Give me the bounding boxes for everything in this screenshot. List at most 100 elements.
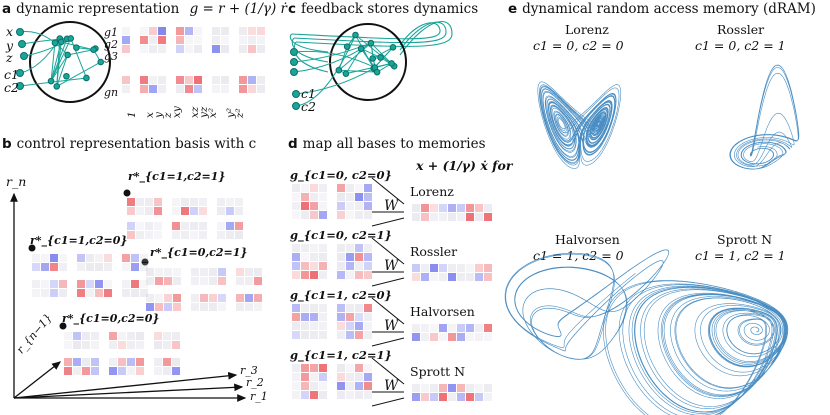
matrix-cell: [319, 331, 327, 339]
basis-matrix: [292, 244, 372, 279]
weight-label: W: [384, 318, 399, 334]
matrix-cell: [86, 289, 94, 297]
matrix-cell: [457, 384, 465, 392]
attractor-name-rossler: Rossler: [717, 22, 765, 37]
point-c10: [28, 244, 36, 252]
input-node: [290, 58, 298, 66]
sprott-attractor: [603, 280, 789, 415]
matrix-cell: [346, 391, 354, 399]
matrix-cell: [32, 263, 40, 271]
matrix-cell: [337, 202, 345, 210]
matrix-cell: [439, 273, 447, 281]
matrix-cell: [127, 358, 135, 366]
input-node: [290, 68, 298, 76]
matrix-cell: [412, 384, 420, 392]
matrix-cell: [218, 268, 226, 276]
matrix-cell: [190, 222, 198, 230]
matrix-cell: [292, 202, 300, 210]
basis-matrix: [127, 198, 243, 215]
network-node: [373, 68, 381, 76]
matrix-cell: [430, 393, 438, 401]
matrix-cell: [230, 45, 238, 53]
matrix-cell: [319, 364, 327, 372]
matrix-cell: [172, 207, 180, 215]
matrix-cell: [448, 393, 456, 401]
matrix-cell: [50, 263, 58, 271]
matrix-cell: [68, 289, 76, 297]
point-c11: [123, 189, 131, 197]
matrix-cell: [167, 27, 175, 35]
matrix-cell: [292, 193, 300, 201]
matrix-cell: [86, 254, 94, 262]
matrix-cell: [239, 36, 247, 44]
matrix-cell: [292, 253, 300, 261]
weight-label: W: [384, 378, 399, 394]
matrix-cell: [131, 27, 139, 35]
matrix-cell: [319, 271, 327, 279]
matrix-cell: [203, 76, 211, 84]
network-node: [389, 44, 397, 51]
network-node: [90, 46, 97, 53]
matrix-cell: [292, 373, 300, 381]
matrix-cell: [319, 304, 327, 312]
matrix-cell: [301, 373, 309, 381]
matrix-cell: [158, 85, 166, 93]
matrix-cell: [140, 27, 148, 35]
matrix-cell: [59, 280, 67, 288]
matrix-cell: [230, 76, 238, 84]
matrix-cell: [235, 222, 243, 230]
matrix-cell: [146, 277, 154, 285]
panel-letter: c: [288, 1, 297, 17]
matrix-cell: [319, 244, 327, 252]
matrix-cell: [226, 198, 234, 206]
matrix-cell: [292, 331, 300, 339]
matrix-cell: [131, 263, 139, 271]
matrix-cell: [484, 273, 492, 281]
matrix-cell: [310, 184, 318, 192]
column-label: 1: [126, 111, 138, 118]
matrix-cell: [131, 289, 139, 297]
matrix-cell: [127, 207, 135, 215]
matrix-cell: [355, 253, 363, 261]
matrix-cell: [181, 198, 189, 206]
attractor-trajectory: [729, 64, 800, 170]
panel-letter: a: [2, 1, 12, 17]
axis-label-r3: r_3: [240, 364, 258, 377]
matrix-cell: [104, 263, 112, 271]
panel-letter: e: [508, 1, 518, 17]
matrix-cell: [100, 341, 108, 349]
matrix-cell: [164, 294, 172, 302]
matrix-cell: [173, 277, 181, 285]
memory-matrix: [412, 324, 492, 341]
memory-name: Lorenz: [410, 184, 454, 199]
matrix-cell: [457, 324, 465, 332]
matrix-cell: [200, 277, 208, 285]
network-edge: [372, 46, 394, 59]
attractor-condition-lorenz: c1 = 0, c2 = 0: [533, 38, 624, 53]
matrix-cell: [475, 273, 483, 281]
matrix-cell: [145, 358, 153, 366]
matrix-cell: [439, 384, 447, 392]
matrix-cell: [292, 382, 300, 390]
matrix-cell: [310, 262, 318, 270]
matrix-cell: [221, 45, 229, 53]
basis-matrix: [146, 268, 262, 285]
matrix-cell: [221, 85, 229, 93]
matrix-cell: [155, 294, 163, 302]
matrix-cell: [164, 303, 172, 311]
matrix-cell: [235, 198, 243, 206]
column-label: x²: [207, 107, 219, 118]
network-node: [83, 74, 90, 82]
matrix-cell: [203, 27, 211, 35]
matrix-cell: [136, 367, 144, 375]
matrix-cell: [337, 313, 345, 321]
input-edge: [293, 42, 372, 63]
matrix-cell: [421, 333, 429, 341]
matrix-cell: [194, 36, 202, 44]
matrix-cell: [154, 207, 162, 215]
matrix-cell: [227, 268, 235, 276]
matrix-cell: [439, 393, 447, 401]
